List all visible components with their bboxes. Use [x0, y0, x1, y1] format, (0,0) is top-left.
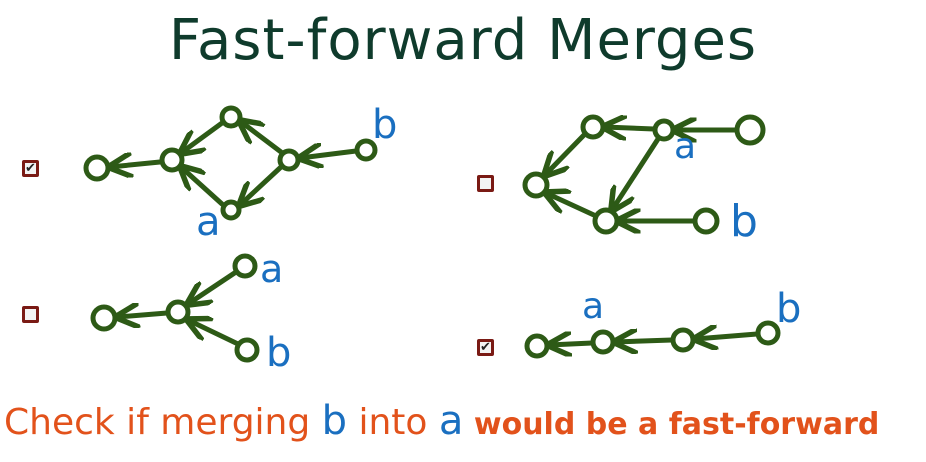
prompt-text: would be a fast-forward	[463, 407, 880, 442]
branch-label-a: a	[260, 247, 283, 291]
prompt-text: into	[347, 402, 439, 443]
commit-node	[652, 118, 676, 142]
commit-node	[524, 333, 550, 359]
branch-label-b: b	[266, 330, 291, 376]
option-2-checkbox[interactable]	[477, 175, 494, 192]
option-3-checkbox[interactable]	[22, 306, 39, 323]
commit-edge	[300, 151, 359, 158]
commit-node	[232, 253, 258, 279]
commit-node	[670, 327, 696, 353]
branch-label-a: a	[582, 286, 604, 327]
commit-node	[734, 114, 766, 146]
branch-label-a: a	[196, 199, 221, 245]
commit-edge	[188, 320, 241, 347]
commit-node	[755, 320, 781, 346]
commit-node	[83, 154, 111, 182]
graph-option-1	[83, 105, 378, 221]
commit-edge	[604, 127, 657, 129]
commit-edge	[117, 313, 170, 317]
commit-node	[90, 304, 118, 332]
option-1-checkbox[interactable]: ✔	[22, 160, 39, 177]
commit-edge	[110, 162, 163, 167]
checkmark-icon: ✔	[25, 161, 36, 176]
graph-option-2	[522, 114, 766, 235]
commit-edge	[545, 132, 587, 175]
graph-option-3	[90, 253, 260, 363]
prompt-text: Check if merging	[4, 402, 322, 443]
commit-edge	[188, 269, 239, 304]
commit-edge	[181, 120, 225, 153]
commit-node	[220, 199, 242, 221]
branch-label-b: b	[372, 102, 397, 148]
prompt-branch-a: a	[438, 398, 464, 444]
commit-node	[592, 207, 620, 235]
branch-label-b: b	[730, 196, 758, 247]
checkmark-icon: ✔	[480, 340, 491, 355]
commit-edge	[240, 121, 284, 155]
commit-node	[522, 171, 550, 199]
commit-node	[159, 147, 185, 173]
prompt-branch-b: b	[321, 398, 348, 444]
commit-node	[590, 329, 616, 355]
branch-label-a: a	[674, 126, 696, 167]
commit-node	[165, 299, 191, 325]
option-4-checkbox[interactable]: ✔	[477, 339, 494, 356]
commit-node	[234, 337, 260, 363]
commit-edge	[695, 334, 760, 339]
commit-edge	[240, 164, 284, 205]
commit-edge	[181, 167, 225, 207]
commit-edge	[549, 343, 595, 345]
commit-node	[692, 207, 720, 235]
question-prompt: Check if merging b into a would be a fas…	[4, 398, 922, 444]
commit-edge	[615, 340, 675, 342]
graph-option-4	[524, 320, 781, 359]
commit-edge	[612, 136, 661, 210]
commit-edge	[546, 193, 599, 219]
page-title: Fast-forward Merges	[168, 8, 758, 73]
commit-node	[219, 105, 243, 129]
branch-label-b: b	[776, 286, 801, 332]
